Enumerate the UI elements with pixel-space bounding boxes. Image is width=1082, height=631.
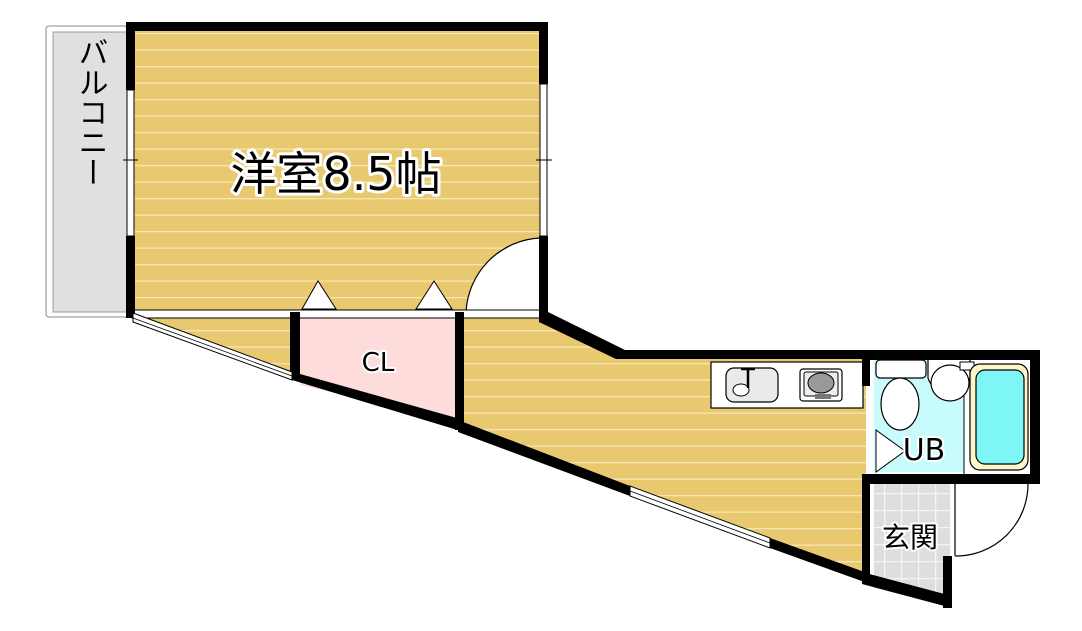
unit-bath-label: UB [903, 433, 946, 468]
toilet-icon [875, 359, 927, 431]
sink-icon [725, 367, 779, 403]
western-room-label: 洋室8.5帖 [230, 147, 441, 201]
kitchen-counter [710, 361, 864, 409]
balcony [45, 25, 131, 318]
walls [126, 22, 1040, 608]
bathtub-icon [969, 363, 1029, 471]
balcony-label: バルコニー [73, 37, 108, 187]
closet-door-icon [415, 280, 453, 310]
room-door-icon [465, 237, 541, 313]
closet-label: CL [362, 348, 395, 378]
balcony-window [126, 89, 135, 237]
entrance-label: 玄関 [882, 521, 938, 554]
bath-door-icon [875, 429, 906, 473]
alcove-window [132, 312, 293, 381]
closet [300, 318, 458, 422]
western-room [130, 26, 544, 316]
unit-bath [872, 358, 1032, 474]
stove-icon [799, 368, 843, 402]
windows [123, 83, 771, 549]
washbasin-icon [927, 360, 975, 402]
closet-door-icon [301, 280, 337, 310]
entrance [874, 482, 1029, 606]
